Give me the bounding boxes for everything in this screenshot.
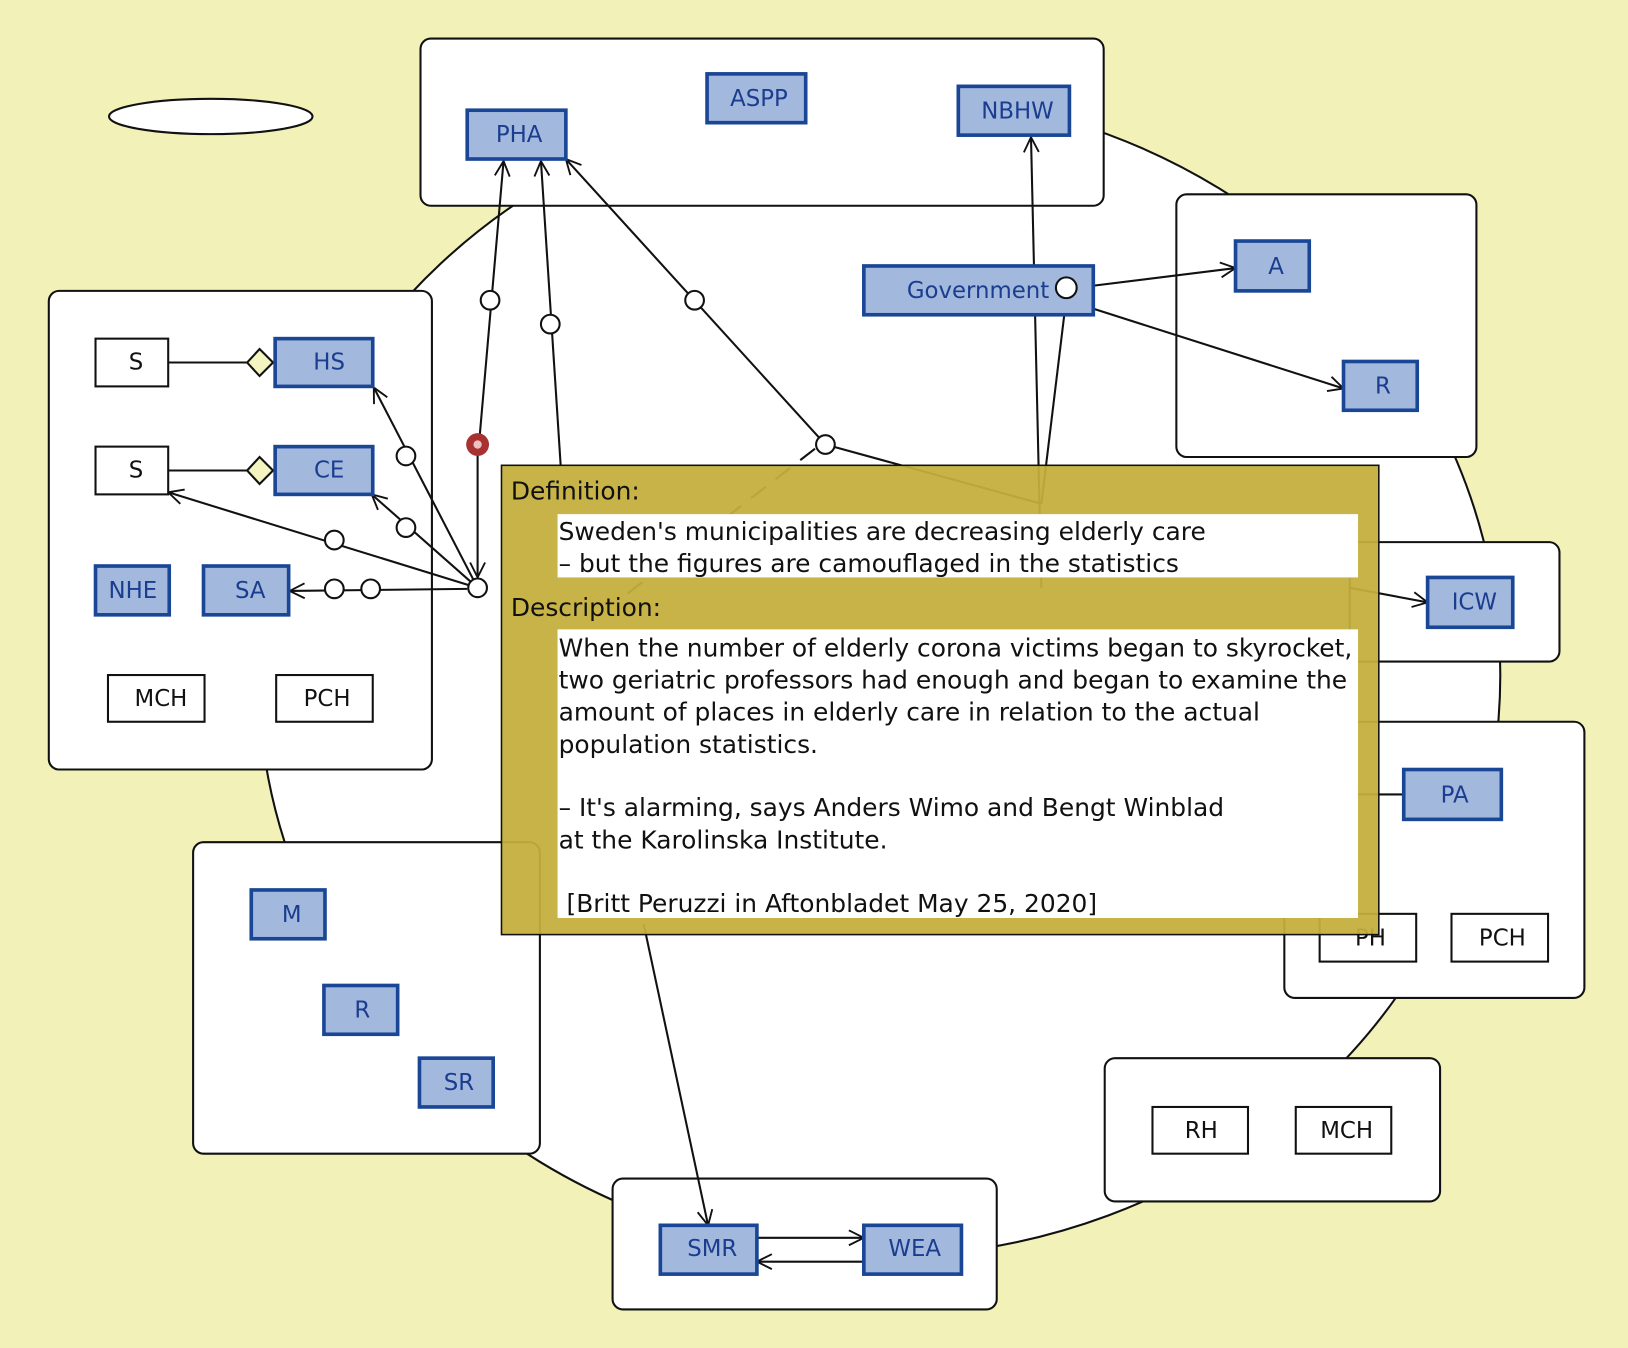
node-m[interactable]: M <box>249 888 327 941</box>
svg-text:HS: HS <box>313 350 345 376</box>
definition-line: Sweden's municipalities are decreasing e… <box>559 517 1206 546</box>
edge-to-ce <box>372 494 479 589</box>
node-r-low[interactable]: R <box>322 983 400 1037</box>
connector-circle <box>395 517 417 538</box>
connector-circle[interactable] <box>1054 276 1078 300</box>
group-left[interactable] <box>47 289 433 771</box>
svg-text:CE: CE <box>314 457 344 483</box>
connector-circle <box>539 313 561 335</box>
edge-to-hs <box>374 387 479 589</box>
svg-text:S: S <box>129 457 144 483</box>
description-box <box>557 629 1359 918</box>
svg-text:WEA: WEA <box>888 1236 941 1262</box>
svg-text:NHE: NHE <box>109 578 158 604</box>
svg-text:SR: SR <box>444 1070 474 1096</box>
description-line: – It's alarming, says Anders Wimo and Be… <box>559 793 1225 822</box>
definition-label: Definition: <box>511 477 640 506</box>
svg-text:NBHW: NBHW <box>981 98 1053 124</box>
definition-box <box>557 514 1359 578</box>
description-label: Description: <box>511 593 661 622</box>
diamond-icon <box>245 455 275 486</box>
svg-text:RH: RH <box>1185 1118 1218 1144</box>
node-s-2[interactable]: S <box>94 445 170 496</box>
node-government[interactable]: Government <box>862 264 1096 317</box>
node-a[interactable]: A <box>1233 239 1312 293</box>
connector-circle <box>479 289 501 311</box>
node-smr[interactable]: SMR <box>658 1223 759 1276</box>
node-pha[interactable]: PHA <box>465 108 568 161</box>
definition-line: – but the figures are camouflaged in the… <box>559 549 1179 578</box>
small-ellipse[interactable] <box>107 97 314 136</box>
svg-text:R: R <box>1375 373 1391 399</box>
connector-circle <box>684 289 705 311</box>
svg-text:PCH: PCH <box>304 686 351 712</box>
description-line: population statistics. <box>559 730 818 759</box>
connector-circle <box>323 529 345 551</box>
description-line: [Britt Peruzzi in Aftonbladet May 25, 20… <box>559 889 1098 918</box>
node-mch-left[interactable]: MCH <box>106 673 206 723</box>
description-line: amount of places in elderly care in rela… <box>559 698 1260 727</box>
svg-text:MCH: MCH <box>1320 1118 1373 1144</box>
description-line: When the number of elderly corona victim… <box>559 633 1353 662</box>
svg-text:ASPP: ASPP <box>730 86 788 112</box>
selected-marker-dot <box>473 440 482 449</box>
svg-text:MCH: MCH <box>135 686 188 712</box>
node-sr[interactable]: SR <box>417 1056 495 1109</box>
svg-text:ICW: ICW <box>1452 589 1497 615</box>
svg-text:A: A <box>1268 254 1284 280</box>
node-hs[interactable]: HS <box>273 336 375 389</box>
svg-text:Government: Government <box>907 278 1049 304</box>
node-aspp[interactable]: ASPP <box>705 72 808 125</box>
edge-to-s <box>168 492 478 589</box>
node-pch-right[interactable]: PCH <box>1450 912 1550 963</box>
node-mch-right[interactable]: MCH <box>1294 1105 1393 1155</box>
description-line: at the Karolinska Institute. <box>559 825 888 854</box>
edge-to-pha-2 <box>541 161 562 466</box>
group-bottom-right[interactable] <box>1103 1057 1442 1203</box>
node-s-1[interactable]: S <box>94 337 170 388</box>
node-pa[interactable]: PA <box>1401 767 1504 822</box>
svg-text:SMR: SMR <box>687 1236 737 1262</box>
node-icw[interactable]: ICW <box>1425 575 1515 630</box>
diamond-icon <box>245 347 275 378</box>
hub-circle <box>467 577 488 599</box>
node-rh[interactable]: RH <box>1151 1105 1250 1155</box>
svg-text:R: R <box>354 997 370 1023</box>
connector-circle <box>395 445 417 467</box>
description-line: two geriatric professors had enough and … <box>559 666 1348 695</box>
tooltip: Definition: Sweden's municipalities are … <box>500 464 1380 936</box>
edge-to-a <box>1076 268 1236 289</box>
svg-text:S: S <box>129 350 144 376</box>
node-wea[interactable]: WEA <box>862 1223 964 1276</box>
node-ce[interactable]: CE <box>273 444 375 497</box>
edge-to-smr <box>642 924 708 1225</box>
svg-text:M: M <box>282 902 302 928</box>
edge-to-r <box>1079 303 1344 388</box>
node-r-top[interactable]: R <box>1341 359 1420 413</box>
svg-text:SA: SA <box>235 578 266 604</box>
group-top-right[interactable] <box>1175 193 1478 459</box>
node-nbhw[interactable]: NBHW <box>956 84 1072 137</box>
node-nhe[interactable]: NHE <box>93 564 172 617</box>
connector-circle <box>323 578 345 600</box>
node-sa[interactable]: SA <box>201 564 291 617</box>
svg-text:PCH: PCH <box>1479 926 1526 952</box>
svg-text:PA: PA <box>1441 782 1469 808</box>
node-pch-left[interactable]: PCH <box>275 673 374 723</box>
connector-circle <box>360 578 382 600</box>
connector-circle <box>815 434 836 455</box>
svg-text:PHA: PHA <box>496 122 543 148</box>
